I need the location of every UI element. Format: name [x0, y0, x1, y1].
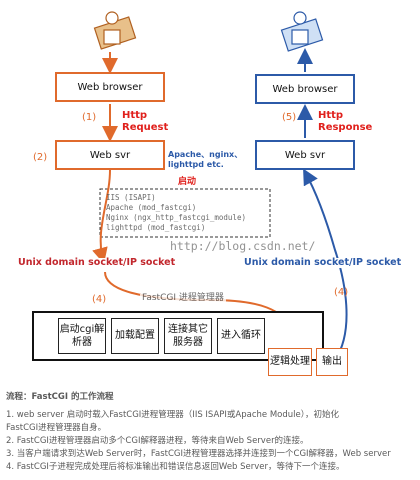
module-item: lighttpd (mod_fastcgi) [106, 223, 206, 233]
left-web-browser-label: Web browser [77, 81, 143, 93]
process-step-connect-servers: 连接其它 服务器 [164, 318, 212, 354]
note-line: 3. 当客户端请求到达Web Server时，FastCGI进程管理器选择并连接… [6, 449, 391, 459]
module-list: IIS (ISAPI) Apache (mod_fastcgi) Nginx (… [106, 193, 246, 234]
step-5-label: (5) [282, 112, 297, 123]
left-web-svr-box: Web svr [55, 140, 165, 170]
step-1-label: (1) [82, 112, 97, 123]
arrow-svr-to-socket [92, 169, 111, 264]
note-line: 2. FastCGI进程管理器启动多个CGI解释器进程，等待来自Web Serv… [6, 436, 309, 446]
module-list-box [99, 188, 271, 238]
module-item: IIS (ISAPI) [106, 193, 156, 202]
right-web-svr-box: Web svr [255, 140, 355, 170]
http-response-label: Http Response [318, 110, 373, 133]
module-item: Apache (mod_fastcgi) [106, 203, 197, 213]
process-step-load-config: 加载配置 [111, 318, 159, 354]
output-box: 输出 [316, 348, 348, 376]
socket-left-label: Unix domain socket/IP socket [18, 257, 176, 268]
left-user-icon [93, 11, 137, 50]
notes-title: 流程：FastCGI 的工作流程 [6, 392, 114, 402]
left-web-svr-label: Web svr [89, 149, 131, 161]
fastcgi-step-label: (4) [92, 294, 107, 305]
left-web-browser-box: Web browser [55, 72, 165, 102]
step-4-right-label: (4) [334, 287, 349, 298]
process-step-start-parser: 启动cgi解 析器 [58, 318, 106, 354]
note-line: 4. FastCGI子进程完成处理后将标准输出和错误信息返回Web Server… [6, 462, 345, 472]
note-line: 1. web server 启动时载入FastCGI进程管理器（IIS ISAP… [6, 410, 339, 420]
http-request-label: Http Request [122, 110, 169, 133]
servers-note: Apache、nginx、 lighttpd etc. [168, 150, 243, 170]
right-web-browser-label: Web browser [272, 83, 338, 95]
step-2-label: (2) [33, 152, 48, 163]
watermark: http://blog.csdn.net/ [170, 239, 316, 253]
note-line: FastCGI进程管理器自身。 [6, 423, 107, 433]
process-step-enter-loop: 进入循环 [217, 318, 265, 354]
socket-right-label: Unix domain socket/IP socket [244, 257, 402, 268]
startup-label: 启动 [176, 177, 199, 187]
module-item: Nginx (ngx_http_fastcgi_module) [106, 213, 246, 223]
arrow-output-to-svr [303, 168, 348, 361]
right-web-svr-label: Web svr [284, 149, 326, 161]
right-web-browser-box: Web browser [255, 74, 355, 104]
logic-processing-box: 逻辑处理 [268, 348, 312, 376]
right-user-icon [280, 11, 324, 52]
fastcgi-label: FastCGI 进程管理器 [140, 293, 226, 303]
